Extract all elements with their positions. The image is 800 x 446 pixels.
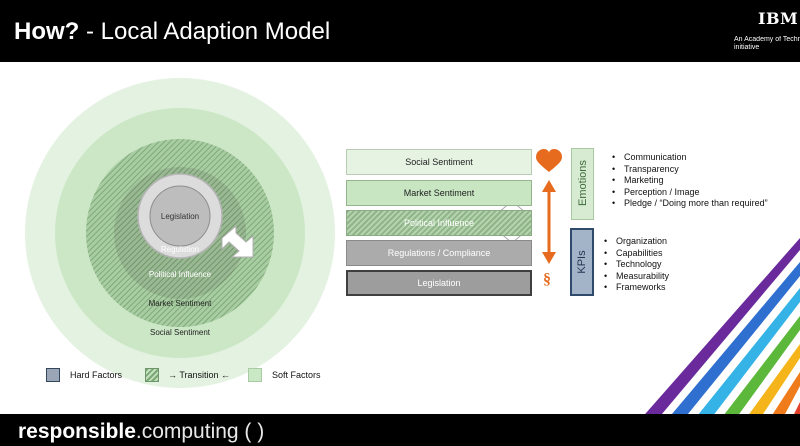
bar-political-influence: Political Influence [346, 210, 532, 236]
legend-swatch-soft [248, 368, 262, 382]
list-item: Perception / Image [612, 187, 768, 199]
list-item: Frameworks [604, 282, 669, 294]
ibm-logo: IBM [758, 9, 799, 28]
circle-label-regulation: Regulation [161, 245, 199, 254]
brand-bold: responsible [18, 420, 136, 443]
list-item: Communication [612, 152, 768, 164]
circle-label-political: Political Influence [149, 270, 212, 279]
legend-label-soft: Soft Factors [272, 370, 321, 380]
emotions-list: Communication Transparency Marketing Per… [612, 152, 768, 210]
kpis-box [570, 228, 594, 296]
bar-regulations-compliance: Regulations / Compliance [346, 240, 532, 266]
circle-label-social: Social Sentiment [150, 328, 211, 337]
kpis-label: KPIs [576, 250, 588, 274]
academy-line-1: An Academy of Technology [734, 36, 800, 43]
legend-swatch-hard [46, 368, 60, 382]
legend-swatch-transition [145, 368, 159, 382]
header-bar [0, 0, 800, 62]
brand-rest: .computing ( ) [135, 420, 265, 443]
academy-line-2: initiative [734, 44, 760, 51]
list-item: Pledge / “Doing more than required” [612, 198, 768, 210]
legend-label-hard: Hard Factors [70, 370, 123, 380]
list-item: Organization [604, 236, 669, 248]
slide-title: How? - Local Adaption Model [14, 18, 330, 46]
circle-label-market: Market Sentiment [149, 299, 212, 308]
list-item: Measurability [604, 271, 669, 283]
heart-icon [536, 149, 562, 172]
bar-legislation: Legislation [346, 270, 532, 296]
bar-social-sentiment: Social Sentiment [346, 149, 532, 175]
footer-bar [0, 414, 800, 446]
list-item: Technology [604, 259, 669, 271]
footer-brand: responsible.computing ( ) [18, 420, 264, 444]
academy-text: An Academy of Technologyinitiative [734, 36, 800, 52]
list-item: Marketing [612, 175, 768, 187]
section-sign-icon: § [543, 271, 551, 288]
circle-legislation [149, 185, 211, 247]
orange-double-arrow [542, 180, 556, 264]
diagonal-double-arrow-icon [221, 224, 254, 258]
bar-market-sentiment: Market Sentiment [346, 180, 532, 206]
legend-label-transition: → Transition ← [168, 370, 231, 380]
title-rest: - Local Adaption Model [79, 18, 331, 45]
emotions-box [571, 148, 594, 220]
list-item: Transparency [612, 164, 768, 176]
title-bold: How? [14, 18, 80, 45]
list-item: Capabilities [604, 248, 669, 260]
kpis-list: Organization Capabilities Technology Mea… [604, 236, 669, 294]
circle-label-legislation: Legislation [161, 212, 199, 221]
emotions-label: Emotions [577, 160, 589, 206]
